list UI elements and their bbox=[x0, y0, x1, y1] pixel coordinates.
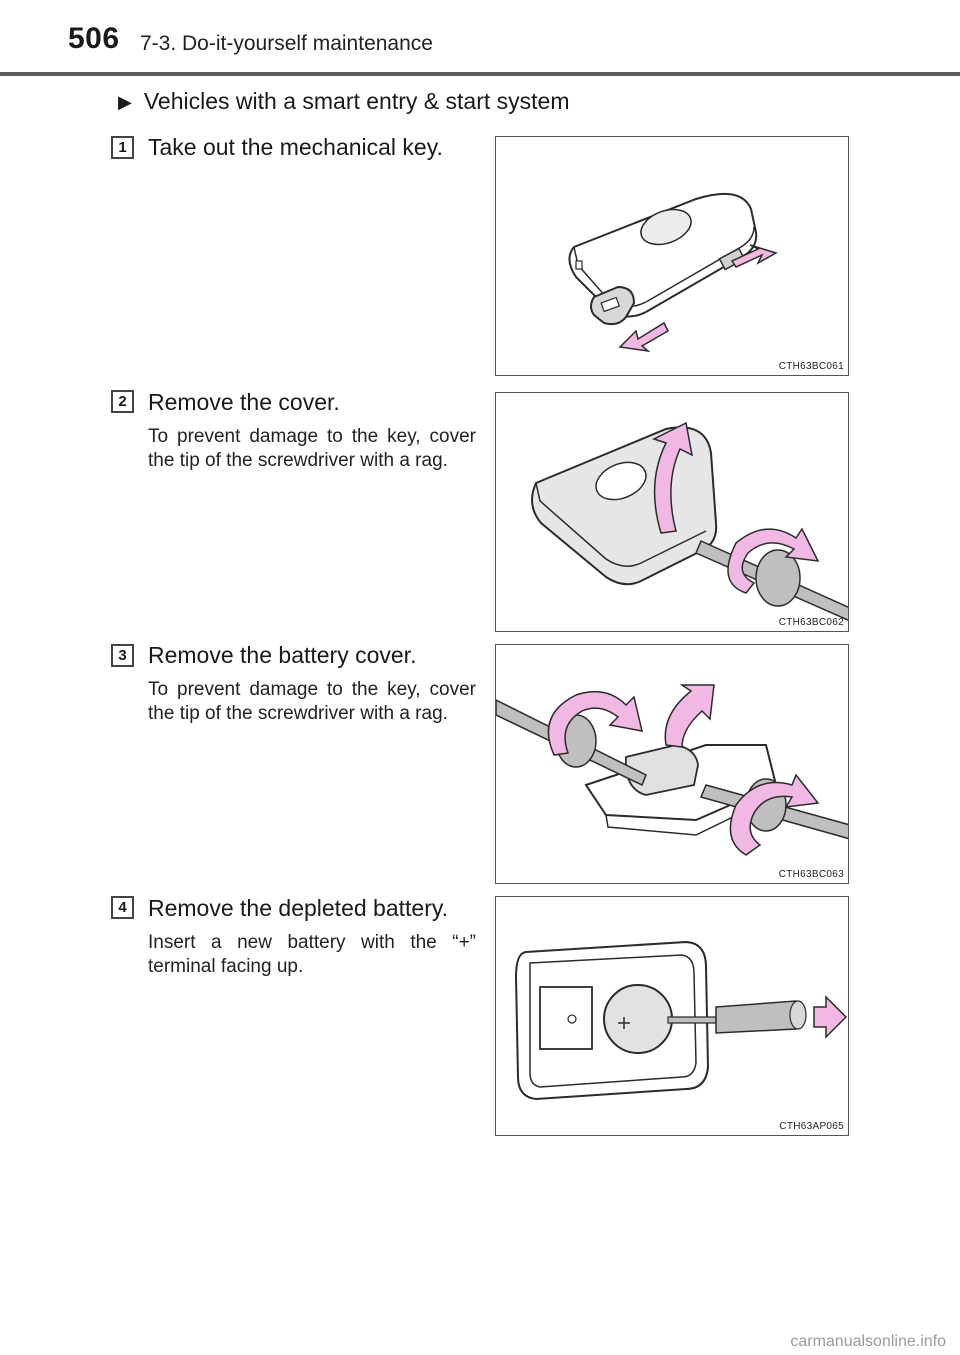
triangle-right-icon: ▶ bbox=[118, 92, 132, 112]
step-title-1: Take out the mechanical key. bbox=[148, 134, 443, 160]
figure-code: CTH63BC061 bbox=[778, 361, 844, 372]
watermark: carmanualsonline.info bbox=[790, 1333, 946, 1350]
step-note-4: Insert a new battery with the “+” termin… bbox=[148, 932, 476, 977]
subsection-title: Vehicles with a smart entry & start syst… bbox=[143, 88, 570, 114]
step-title-3: Remove the battery cover. bbox=[148, 642, 417, 668]
step-note-3: To prevent damage to the key, cover the … bbox=[148, 679, 476, 724]
smart-key-illustration-2 bbox=[531, 421, 848, 621]
step-number-1: 1 bbox=[111, 136, 134, 159]
step-title-4: Remove the depleted battery. bbox=[148, 895, 449, 921]
smart-key-illustration-3 bbox=[496, 684, 848, 856]
figure-code: CTH63AP065 bbox=[779, 1121, 844, 1132]
step-number-4: 4 bbox=[111, 896, 134, 919]
step-number-2: 2 bbox=[111, 390, 134, 413]
smart-key-illustration-4 bbox=[514, 940, 848, 1101]
section-title: 7-3. Do-it-yourself maintenance bbox=[140, 32, 433, 55]
figure-code: CTH63BC062 bbox=[778, 617, 844, 628]
step-title-2: Remove the cover. bbox=[148, 389, 340, 415]
figure-remove-battery: CTH63AP065 bbox=[495, 896, 849, 1136]
page-number: 506 bbox=[68, 22, 120, 55]
figure-remove-cover: CTH63BC062 bbox=[495, 392, 849, 632]
subsection-heading: ▶ Vehicles with a smart entry & start sys… bbox=[118, 88, 569, 115]
page-header: 506 7-3. Do-it-yourself maintenance bbox=[0, 0, 960, 80]
figure-take-out-key: CTH63BC061 bbox=[495, 136, 849, 376]
figure-remove-battery-cover: CTH63BC063 bbox=[495, 644, 849, 884]
step-note-2: To prevent damage to the key, cover the … bbox=[148, 426, 476, 471]
step-number-3: 3 bbox=[111, 644, 134, 667]
header-divider bbox=[0, 72, 960, 76]
smart-key-illustration-1 bbox=[568, 192, 778, 353]
figure-code: CTH63BC063 bbox=[778, 869, 844, 880]
